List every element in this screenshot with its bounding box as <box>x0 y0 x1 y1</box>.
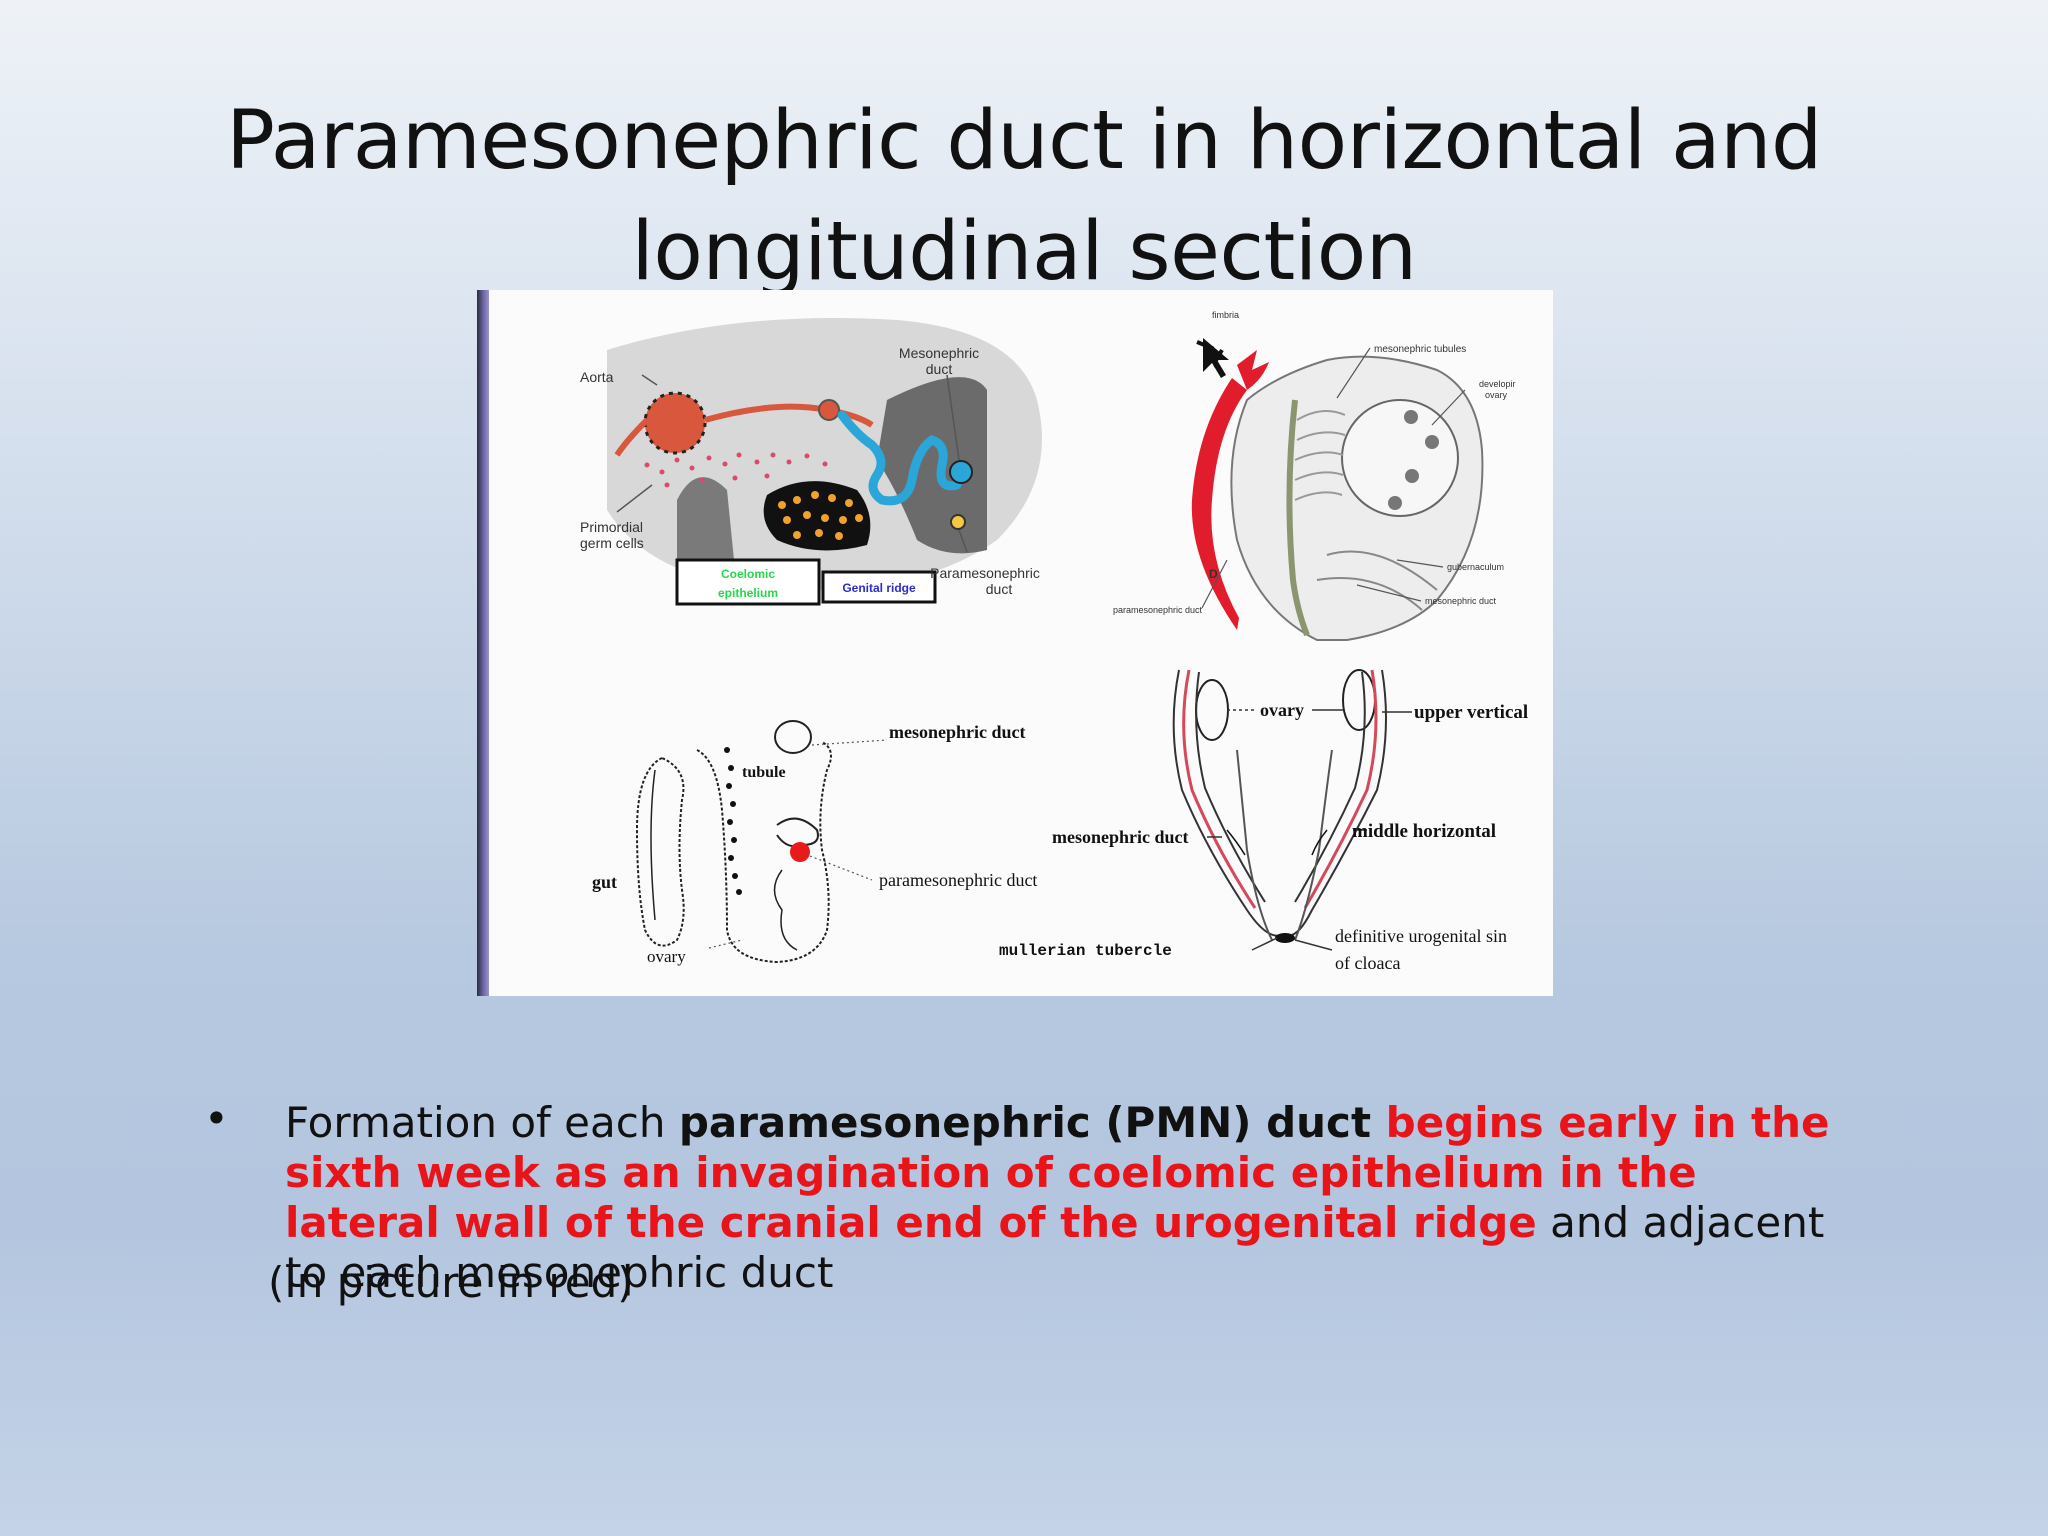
label-mullerian-tubercle: mullerian tubercle <box>999 942 1172 960</box>
label-paramesonephric-duct-bl: paramesonephric duct <box>879 870 1037 890</box>
figure-left-border <box>477 290 489 996</box>
longitudinal-section-diagram <box>1191 338 1484 641</box>
bullet-marker: • <box>204 1094 229 1143</box>
cross-section-pmn-duct <box>790 842 810 862</box>
slide-title: Paramesonephric duct in horizontal and l… <box>150 86 1898 308</box>
bullet-text: Formation of each paramesonephric (PMN) … <box>285 1098 1865 1298</box>
bullet-text-red: begins early in the sixth week as an inv… <box>285 1098 1830 1247</box>
label-mesonephric-tubules: mesonephric tubules <box>1374 344 1466 355</box>
label-developing-1: developir <box>1479 379 1516 389</box>
label-mesonephric-duct-tr: mesonephric duct <box>1425 596 1497 606</box>
label-definitive-1: definitive urogenital sin <box>1335 926 1507 946</box>
picture-note: (In picture in red) <box>268 1258 634 1307</box>
label-mesonephric-duct-1: Mesonephric <box>899 345 979 361</box>
label-gut: gut <box>592 872 617 892</box>
bullet-text-bold: paramesonephric (PMN) duct <box>678 1098 1372 1147</box>
bullet-text-plain-1: Formation of each <box>285 1098 679 1147</box>
label-ovary-bl: ovary <box>647 947 686 966</box>
label-coelomic-1: Coelomic <box>721 567 775 581</box>
label-middle-horizontal: middle horizontal <box>1352 821 1496 842</box>
label-primordial-1: Primordial <box>580 519 643 535</box>
cross-section-dots <box>724 747 742 895</box>
figure-svg: Aorta Mesonephric duct Primordial germ c… <box>580 310 1528 973</box>
label-upper-vertical: upper vertical <box>1414 702 1528 723</box>
label-mesonephric-duct-2: duct <box>926 361 953 377</box>
label-letter-d: D <box>1209 567 1218 581</box>
label-definitive-2: of cloaca <box>1335 953 1400 973</box>
label-gubernaculum: gubernaculum <box>1447 562 1504 572</box>
label-developing-2: ovary <box>1485 390 1508 400</box>
embryology-figure: Aorta Mesonephric duct Primordial germ c… <box>477 290 1553 996</box>
label-paramesonephric-duct-tr: paramesonephric duct <box>1113 605 1203 615</box>
label-aorta: Aorta <box>580 369 614 385</box>
label-mesonephric-duct-bl: mesonephric duct <box>889 722 1026 742</box>
label-fimbria: fimbria <box>1212 310 1239 320</box>
label-paramesonephric-1: Paramesonephric <box>930 565 1040 581</box>
label-coelomic-2: epithelium <box>718 586 778 600</box>
title-line-1: Paramesonephric duct in horizontal and <box>226 94 1822 188</box>
label-ovary-br: ovary <box>1260 700 1304 720</box>
label-paramesonephric-2: duct <box>986 581 1013 597</box>
label-primordial-2: germ cells <box>580 535 644 551</box>
horizontal-section-diagram <box>607 318 1042 606</box>
label-tubule: tubule <box>742 764 786 781</box>
cross-section-diagram <box>635 720 832 964</box>
bullet-text-plain-2: and adjacent to each mesonephric duct <box>285 1198 1825 1297</box>
title-line-2: longitudinal section <box>631 205 1417 299</box>
label-genital-ridge: Genital ridge <box>842 581 916 595</box>
mullerian-ducts-diagram <box>1172 669 1412 951</box>
label-mesonephric-duct-br: mesonephric duct <box>1052 827 1189 847</box>
